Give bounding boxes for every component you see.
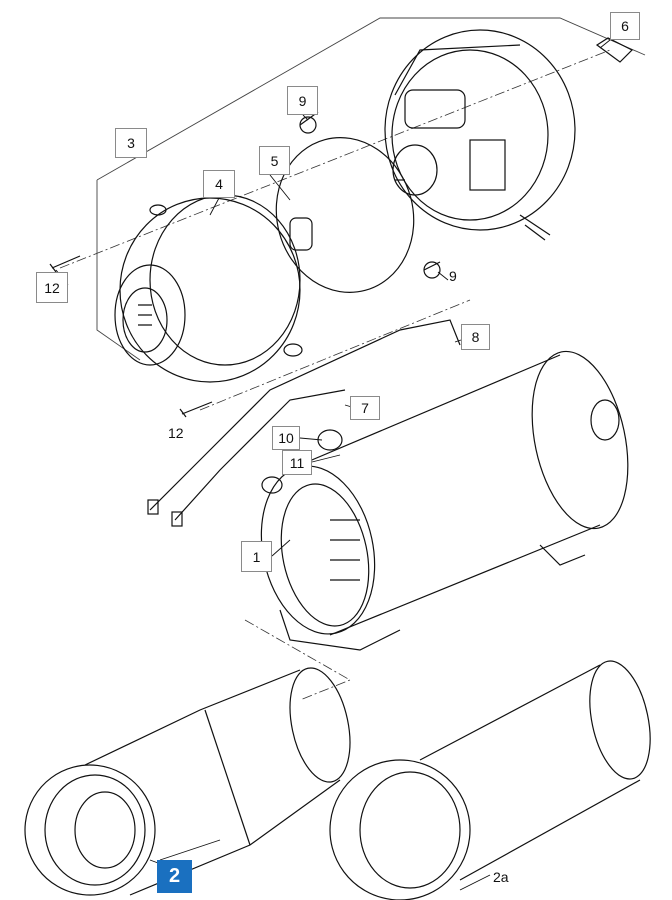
callout-8[interactable]: 8 bbox=[461, 324, 490, 350]
callout-2-selected[interactable]: 2 bbox=[157, 860, 192, 893]
callout-7[interactable]: 7 bbox=[350, 396, 380, 420]
callout-6[interactable]: 6 bbox=[610, 12, 640, 40]
gasket-disc bbox=[275, 137, 415, 293]
callout-1[interactable]: 1 bbox=[241, 541, 272, 572]
combustion-tube-2 bbox=[24, 667, 351, 896]
label-12-lower[interactable]: 12 bbox=[168, 425, 184, 441]
label-2a[interactable]: 2a bbox=[493, 869, 509, 885]
label-9-lower[interactable]: 9 bbox=[449, 268, 457, 284]
screws bbox=[49, 255, 213, 418]
leader-lines bbox=[55, 39, 611, 891]
callout-3[interactable]: 3 bbox=[115, 128, 147, 158]
heat-exchanger-cylinder bbox=[260, 350, 629, 651]
callout-9-upper[interactable]: 9 bbox=[287, 86, 318, 115]
group-3-bracket bbox=[96, 17, 646, 361]
callout-5[interactable]: 5 bbox=[259, 146, 290, 175]
fan-housing bbox=[384, 29, 576, 241]
callout-12-upper[interactable]: 12 bbox=[36, 272, 68, 303]
callout-11[interactable]: 11 bbox=[282, 450, 312, 475]
part-6-bracket bbox=[595, 37, 634, 63]
burner-housing bbox=[114, 194, 303, 383]
wire-harness bbox=[147, 319, 461, 527]
callout-4[interactable]: 4 bbox=[203, 170, 235, 198]
axis-lines bbox=[59, 49, 611, 701]
combustion-tube-2a bbox=[329, 660, 651, 900]
callout-10[interactable]: 10 bbox=[272, 426, 300, 450]
